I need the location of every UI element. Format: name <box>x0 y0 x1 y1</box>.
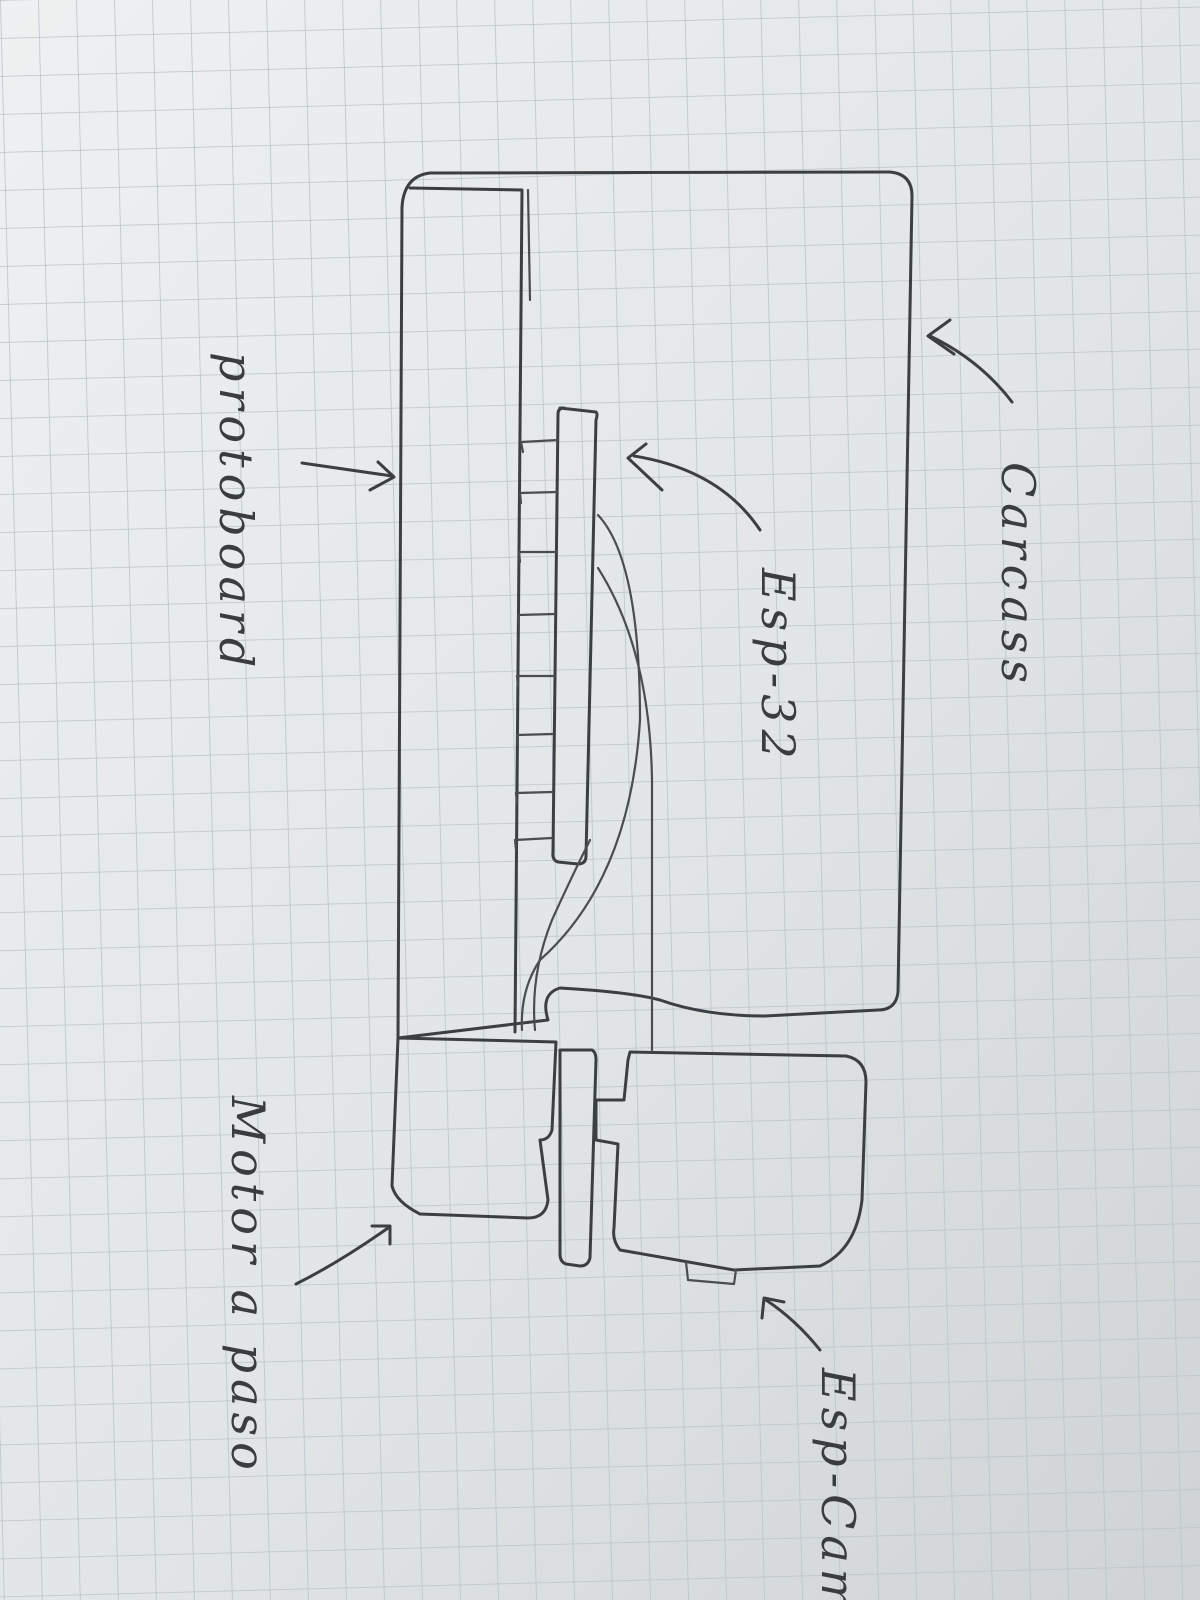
motor-arrow <box>294 1226 390 1286</box>
carcass-outline <box>396 170 914 1040</box>
stepper-motor <box>390 1036 558 1220</box>
wire-esp32-to-motor-3 <box>532 838 592 1032</box>
esp-cam-arrow <box>764 1298 822 1352</box>
label-protoboard: protoboard <box>209 352 263 673</box>
esp32-pins <box>513 438 560 852</box>
esp32-arrow-head <box>626 442 664 492</box>
carcass-divider <box>408 186 524 1034</box>
label-carcass: Carcass <box>991 462 1045 689</box>
label-stepper-motor: Motor a paso <box>221 1095 275 1476</box>
carcass-arrow <box>928 334 1014 404</box>
carcass-side-line <box>526 188 532 302</box>
esp32-arrow <box>632 454 762 532</box>
esp-cam-connector <box>684 1260 738 1286</box>
esp32-board <box>551 406 599 866</box>
motor-shaft <box>558 1048 598 1268</box>
wire-esp32-to-motor-2 <box>596 566 654 1052</box>
label-esp-cam: Esp-Cam <box>811 1367 865 1600</box>
esp-cam-board <box>594 1050 868 1272</box>
wire-esp32-to-motor-1 <box>520 513 642 1032</box>
label-esp32: Esp-32 <box>751 567 805 765</box>
esp-cam-arrow-head <box>760 1296 786 1320</box>
motor-arrow-head <box>370 1224 392 1246</box>
protoboard-arrow-head <box>368 460 396 492</box>
protoboard-arrow <box>300 461 394 478</box>
carcass-arrow-head <box>926 318 956 356</box>
